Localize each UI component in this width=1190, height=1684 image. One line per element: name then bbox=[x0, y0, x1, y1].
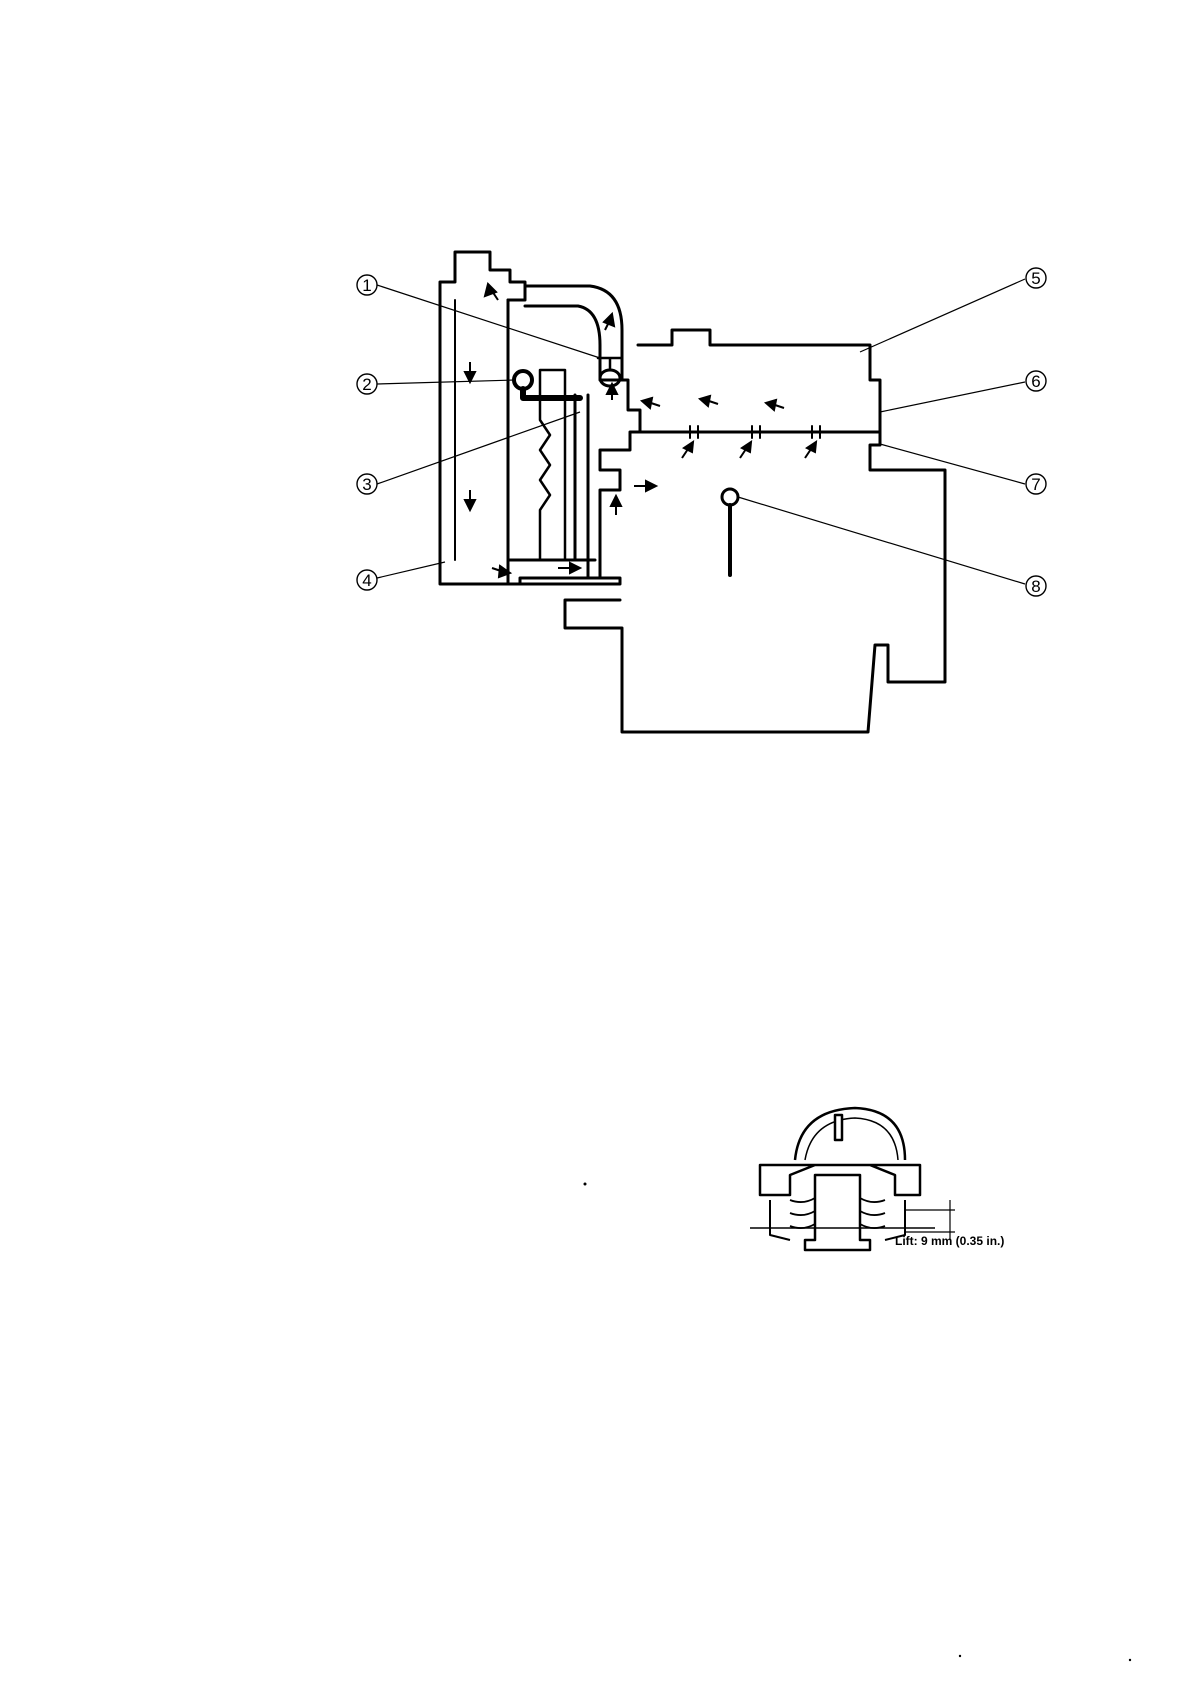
fan-shaft bbox=[523, 389, 580, 398]
bypass-passage bbox=[575, 395, 588, 578]
svg-text:6: 6 bbox=[1031, 372, 1040, 391]
svg-text:4: 4 bbox=[362, 571, 371, 590]
thermostat-diagram bbox=[750, 1108, 955, 1250]
thermostat-body bbox=[805, 1175, 870, 1250]
svg-text:2: 2 bbox=[362, 375, 371, 394]
callout-3: 3 bbox=[357, 474, 377, 494]
callout-8: 8 bbox=[1026, 576, 1046, 596]
drain-cock bbox=[722, 489, 738, 505]
callout-4: 4 bbox=[357, 570, 377, 590]
lift-label: Lift: 9 mm (0.35 in.) bbox=[895, 1234, 1004, 1248]
callout-6: 6 bbox=[1026, 371, 1046, 391]
upper-radiator-hose bbox=[525, 286, 622, 380]
engine-block-outline bbox=[565, 330, 945, 732]
svg-text:8: 8 bbox=[1031, 577, 1040, 596]
callout-2: 2 bbox=[357, 374, 377, 394]
callout-1: 1 bbox=[357, 275, 377, 295]
callout-7: 7 bbox=[1026, 474, 1046, 494]
thermostat-valve bbox=[600, 370, 620, 386]
radiator-outline bbox=[440, 252, 620, 584]
svg-text:7: 7 bbox=[1031, 475, 1040, 494]
thermostat-pin bbox=[835, 1115, 842, 1140]
thermostat-dome bbox=[795, 1108, 905, 1160]
thermostat-stem bbox=[598, 358, 622, 370]
svg-text:1: 1 bbox=[362, 276, 371, 295]
svg-text:5: 5 bbox=[1031, 269, 1040, 288]
radiator-core bbox=[508, 300, 595, 560]
thermostat-housing bbox=[600, 360, 640, 578]
svg-text:3: 3 bbox=[362, 475, 371, 494]
callout-5: 5 bbox=[1026, 268, 1046, 288]
